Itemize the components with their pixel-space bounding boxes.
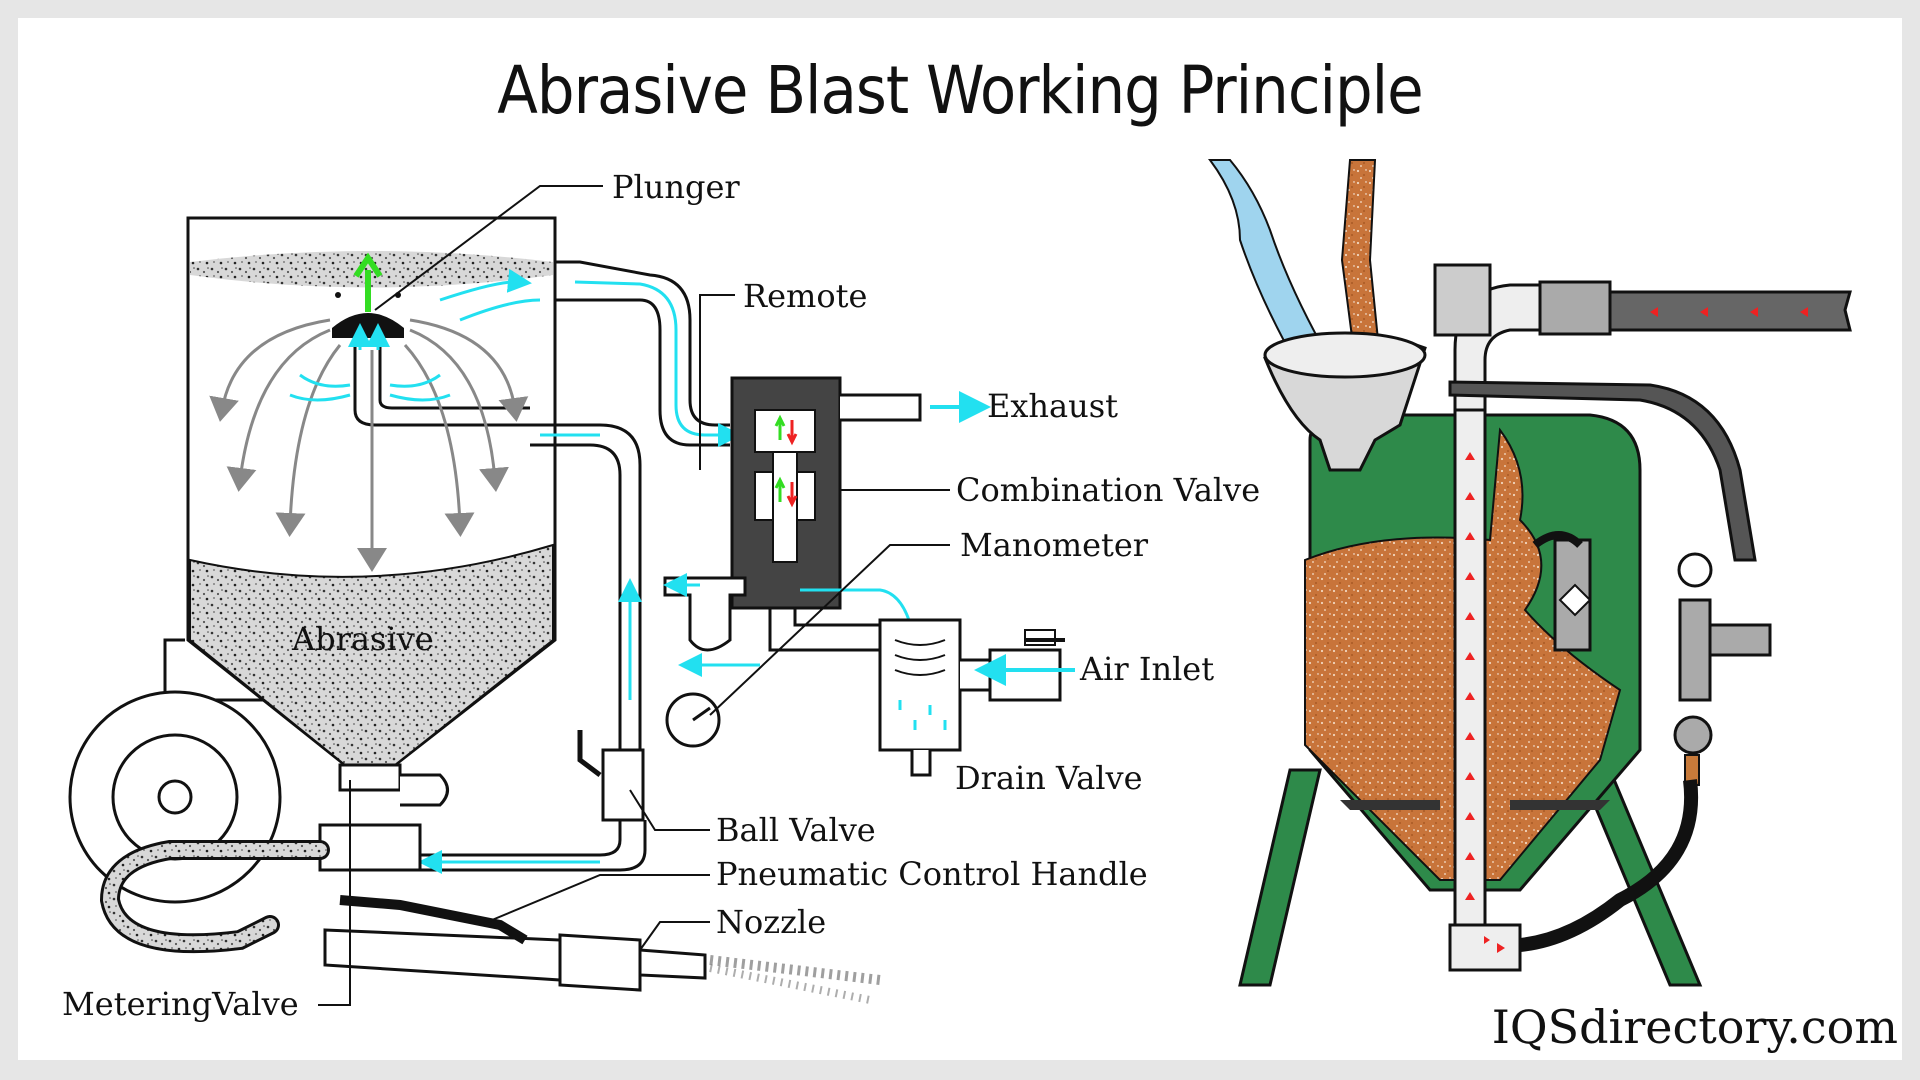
exhaust-pipe — [840, 393, 922, 422]
label-plunger: Plunger — [612, 168, 740, 206]
label-air-inlet: Air Inlet — [1080, 650, 1215, 688]
cart-frame — [163, 638, 340, 702]
riser-pipe — [1453, 408, 1487, 972]
label-remote: Remote — [743, 277, 868, 315]
label-abrasive: Abrasive — [292, 620, 434, 658]
cart-wheel — [68, 690, 282, 904]
abrasive-pile — [189, 543, 554, 766]
page-title: Abrasive Blast Working Principle — [497, 52, 1423, 129]
pipe-to-remote — [555, 260, 730, 447]
right-gauge-assembly — [1673, 552, 1772, 786]
side-valve-assembly — [1532, 531, 1592, 652]
combination-valve — [730, 376, 842, 610]
gravity-arrows — [209, 318, 529, 572]
label-manometer: Manometer — [960, 526, 1149, 564]
left-schematic — [68, 185, 1075, 1006]
outlet-hose — [1608, 290, 1852, 332]
label-ball-valve: Ball Valve — [716, 811, 876, 849]
top-abrasive-layer — [190, 251, 553, 288]
right-pressure-vessel — [1208, 159, 1852, 987]
brand-watermark: IQSdirectory.com — [1491, 1000, 1898, 1054]
label-nozzle: Nozzle — [716, 903, 827, 941]
air-return-pipe — [530, 423, 642, 750]
plunger-green-arrow — [353, 252, 383, 312]
bottom-air-pipe — [420, 820, 647, 872]
moisture-trap — [878, 618, 962, 752]
internal-air-pipe — [353, 340, 530, 427]
outlet-coupling — [1538, 280, 1612, 336]
label-pneumatic-control-handle: Pneumatic Control Handle — [716, 855, 1148, 893]
tank-lever-handle — [1448, 380, 1757, 562]
metering-valve — [318, 763, 449, 872]
air-puff-flow — [289, 268, 541, 402]
manometer-gauge — [665, 692, 721, 748]
air-inlet-pipe — [960, 648, 1062, 702]
bottom-control-hose — [1519, 779, 1699, 952]
drain-valve — [910, 750, 932, 777]
filter-cup — [663, 576, 747, 652]
nozzle-assembly — [323, 895, 881, 1004]
label-combination-valve: Combination Valve — [956, 471, 1261, 509]
leader-lines — [318, 185, 950, 1006]
vessel-leg-left — [1238, 768, 1322, 987]
label-metering-valve: MeteringValve — [62, 985, 299, 1023]
label-exhaust: Exhaust — [987, 387, 1118, 425]
label-drain-valve: Drain Valve — [955, 759, 1143, 797]
ball-valve — [577, 730, 645, 822]
